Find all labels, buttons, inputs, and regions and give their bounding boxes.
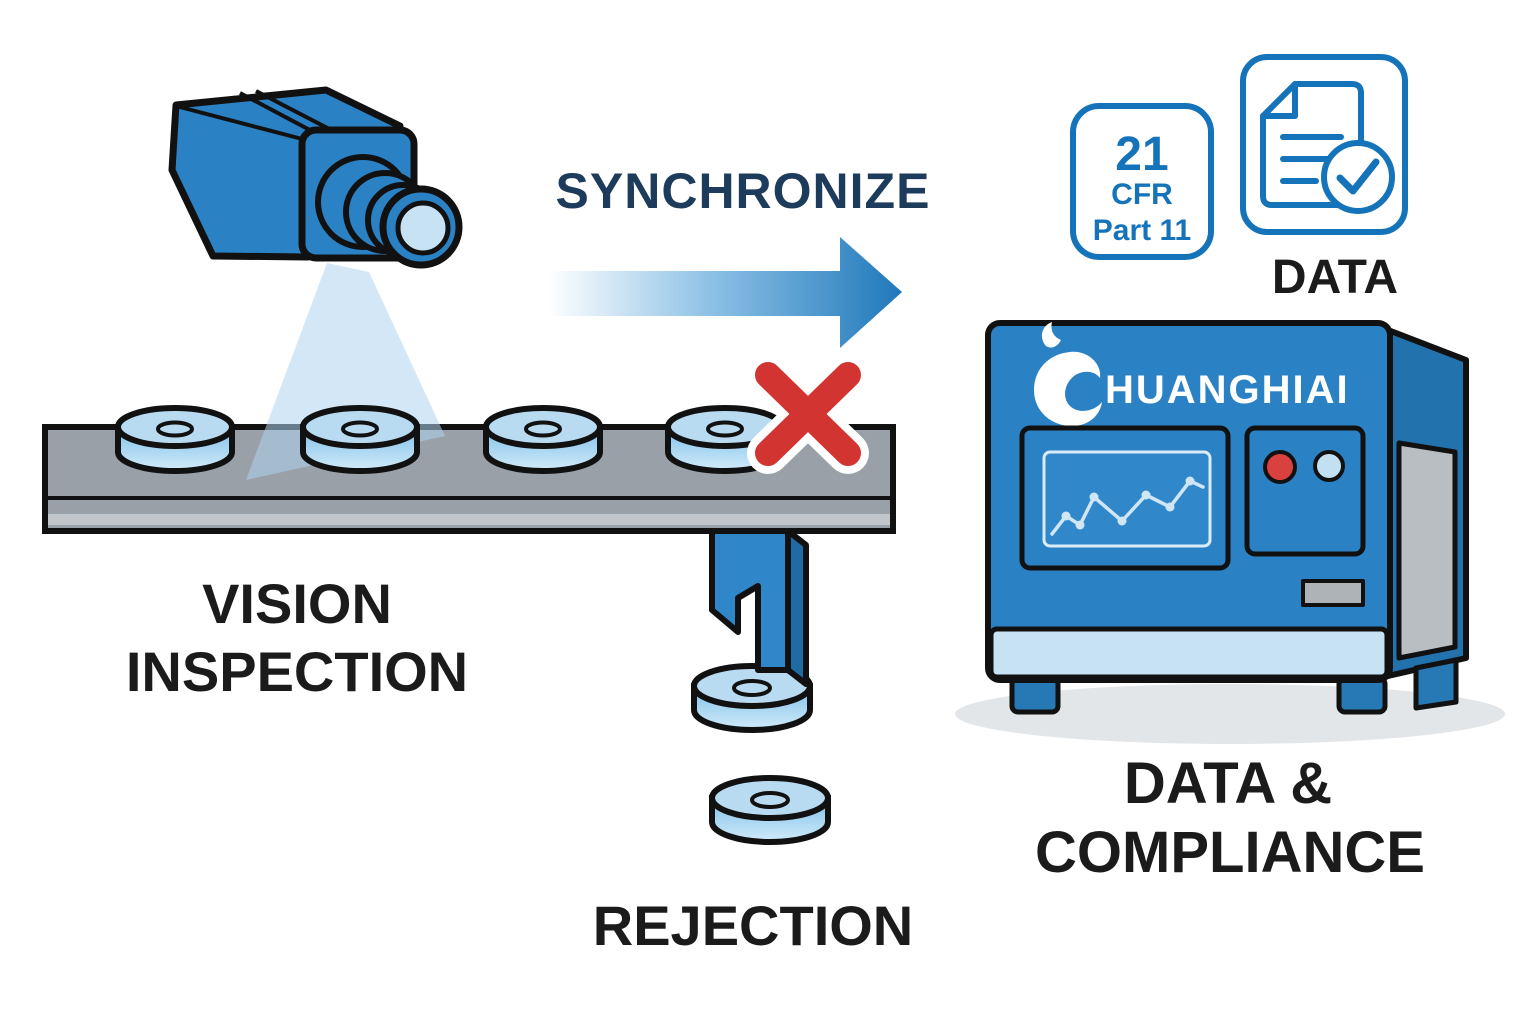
rejection-chute-front xyxy=(709,528,791,673)
data-machine: HUANGHIAI xyxy=(985,320,1469,715)
machine-side-foot xyxy=(1413,657,1459,711)
cfr-part11-badge: 21 CFR Part 11 xyxy=(1070,103,1214,260)
machine-front-foot-right xyxy=(1336,675,1388,715)
huanghiai-logo-swirl-icon xyxy=(1034,322,1102,426)
tablets-on-belt xyxy=(115,405,785,474)
camera-icon xyxy=(168,86,463,269)
camera-lens-glass xyxy=(395,200,451,256)
rejection-chute xyxy=(709,528,809,687)
badge-number: 21 xyxy=(1115,128,1168,181)
machine-red-button xyxy=(1263,450,1297,484)
camera-edge-line xyxy=(175,104,307,142)
synchronize-arrow xyxy=(548,237,902,348)
machine-base-stripe xyxy=(988,626,1390,680)
document-check-icon xyxy=(1240,54,1408,235)
machine-front-foot-left xyxy=(1009,675,1061,715)
data-compliance-label-line1: DATA & xyxy=(1124,751,1332,816)
vision-inspection-label-line1: VISION xyxy=(202,572,392,635)
check-circle xyxy=(1321,140,1395,214)
rejection-label: REJECTION xyxy=(593,894,914,957)
document-folded-corner xyxy=(1260,81,1298,119)
data-label: DATA xyxy=(1272,251,1398,304)
machine-screen xyxy=(1042,450,1212,548)
conveyor-belt-lip xyxy=(48,514,890,525)
badge-code: CFR xyxy=(1111,178,1173,211)
machine-side-vent xyxy=(1396,440,1458,661)
camera-ridge-line-2 xyxy=(255,89,338,135)
machine-brand-label: HUANGHIAI xyxy=(1105,368,1350,412)
machine-blue-button xyxy=(1313,450,1345,482)
badge-part: Part 11 xyxy=(1093,214,1191,247)
machine-control-panel xyxy=(1244,425,1366,557)
synchronize-label: SYNCHRONIZE xyxy=(556,163,931,219)
screen-trend-chart-dots xyxy=(1061,476,1195,530)
check-mark xyxy=(1336,158,1380,195)
tablet xyxy=(300,405,420,474)
reject-x-icon xyxy=(747,354,869,474)
tablet xyxy=(115,405,235,474)
machine-slot xyxy=(1301,579,1365,607)
falling-tablet xyxy=(709,775,831,845)
vision-inspection-label-line2: INSPECTION xyxy=(126,640,468,703)
data-compliance-label-line2: COMPLIANCE xyxy=(1035,820,1425,885)
falling-tablet xyxy=(691,663,813,733)
tablet xyxy=(483,405,603,474)
